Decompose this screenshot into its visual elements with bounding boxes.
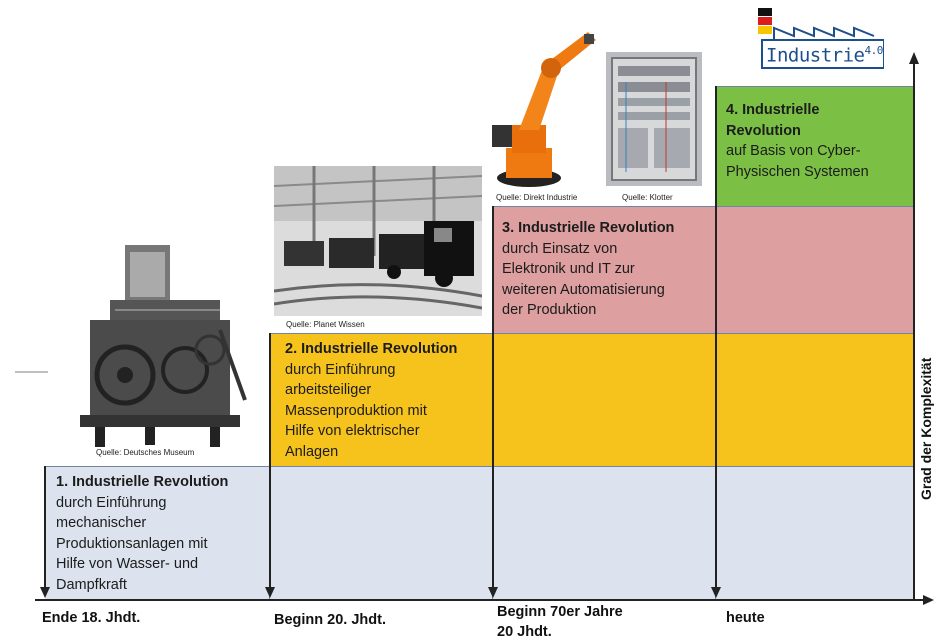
industrie-4-0-logo: Industrie4.0	[756, 6, 886, 72]
logo-text: Industrie4.0	[766, 44, 883, 66]
stage-2-lower-cell	[270, 466, 493, 600]
stage-4-heading: 4. Industrielle Revolution	[726, 102, 820, 139]
stage-3-lower-cell	[493, 466, 716, 600]
loom-source-caption: Quelle: Deutsches Museum	[96, 448, 195, 457]
y-axis-label: Grad der Komplexität	[918, 357, 934, 500]
stage-2-line: arbeitsteiliger	[285, 382, 372, 398]
stage-3-line: der Produktion	[502, 302, 597, 318]
loom-image	[70, 240, 250, 458]
stage-3-heading: 3. Industrielle Revolution	[502, 220, 675, 236]
stage-2-line: Massenproduktion mit	[285, 402, 427, 419]
stage-1-line: Produktionsanlagen mit	[56, 535, 208, 552]
stage-1-line: Hilfe von Wasser- und	[56, 556, 199, 572]
stage-1-line: durch Einführung	[56, 494, 167, 511]
stage-2-line: Hilfe von elektrischer	[285, 423, 420, 439]
stage-1-line: mechanischer	[56, 515, 147, 531]
stage-4-upper-cell	[716, 206, 914, 333]
era-1-arrow-head	[40, 587, 50, 598]
x-label-era-2: Beginn 20. Jhdt.	[274, 612, 386, 628]
stage-4-line: Physischen Systemen	[726, 163, 869, 180]
stage-3-text: 3. Industrielle Revolution durch Einsatz…	[502, 218, 714, 321]
x-label-era-3-line-1: Beginn 70er Jahre	[497, 604, 623, 620]
y-axis-arrow	[909, 52, 919, 64]
x-axis-arrow	[923, 595, 934, 605]
german-flag-icon	[758, 8, 772, 34]
x-label-era-4: heute	[726, 610, 765, 626]
logo-word: Industrie	[766, 44, 865, 67]
stage-4-text: 4. Industrielle Revolution auf Basis von…	[726, 100, 896, 182]
stage-3-line: durch Einsatz von	[502, 240, 618, 257]
x-label-era-1: Ende 18. Jhdt.	[42, 610, 141, 626]
x-label-era-3-line-2: 20 Jhdt.	[497, 624, 552, 640]
stage-2-text: 2. Industrielle Revolution durch Einführ…	[285, 339, 490, 462]
robot-source-caption: Quelle: Direkt Industrie	[496, 193, 578, 202]
stage-1-text: 1. Industrielle Revolution durch Einführ…	[56, 472, 268, 595]
stage-3-line: Elektronik und IT zur	[502, 261, 635, 277]
stage-1-cell	[45, 466, 270, 600]
stage-2-line: durch Einführung	[285, 361, 396, 378]
era-4-arrow-head	[711, 587, 721, 598]
control-cabinet-image	[606, 52, 702, 186]
stage-2-heading: 2. Industrielle Revolution	[285, 341, 458, 357]
era-3-arrow-head	[488, 587, 498, 598]
logo-version: 4.0	[864, 44, 883, 57]
factory-source-caption: Quelle: Planet Wissen	[286, 320, 365, 329]
stage-3-cell	[493, 206, 716, 333]
robot-image	[484, 30, 602, 190]
stage-1-line: Dampfkraft	[56, 576, 127, 593]
era-2-arrow-head	[265, 587, 275, 598]
stage-2-cell	[270, 333, 493, 466]
factory-roof-icon	[761, 26, 884, 69]
stage-4-lower-cell	[716, 466, 914, 600]
cabinet-source-caption: Quelle: Klotter	[622, 193, 673, 202]
factory-image	[274, 166, 482, 316]
stage-1-heading: 1. Industrielle Revolution	[56, 474, 229, 490]
stage-4-mid-cell	[716, 333, 914, 466]
stage-2-line: Anlagen	[285, 443, 339, 460]
stage-4-line: auf Basis von Cyber-	[726, 143, 861, 159]
stage-3-line: weiteren Automatisierung	[502, 281, 665, 298]
